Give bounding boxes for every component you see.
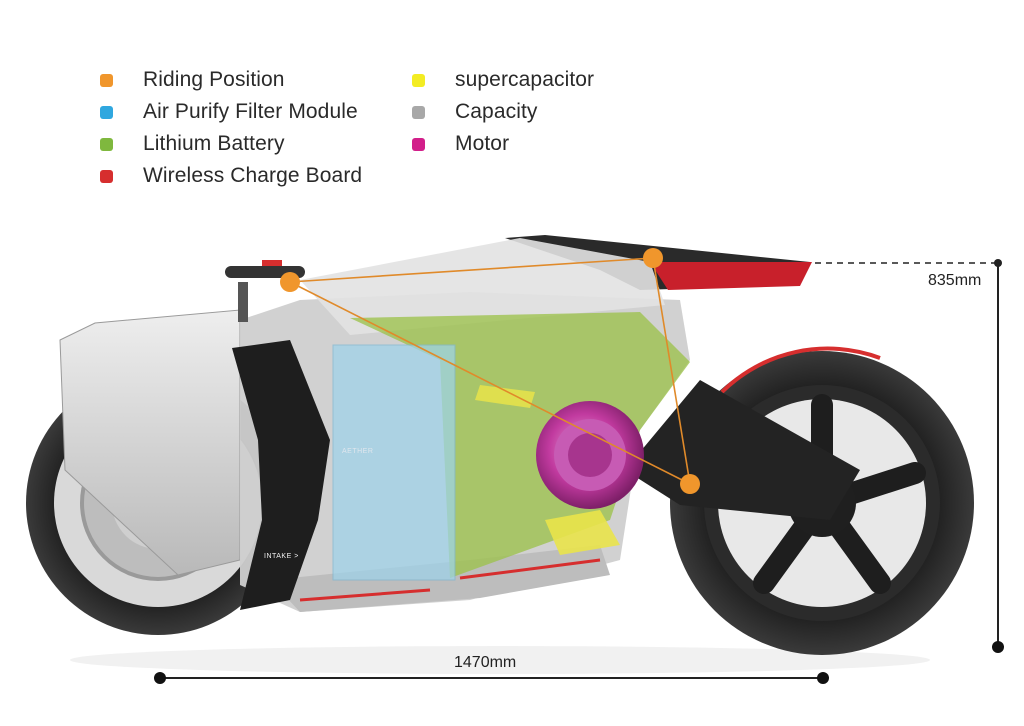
legend-label: supercapacitor <box>455 68 595 91</box>
legend-item: Riding Position <box>100 68 412 92</box>
legend-swatch <box>100 137 113 151</box>
legend-swatch <box>100 105 113 119</box>
filter-stamp: AETHER <box>342 448 374 455</box>
riding-position-footpeg-point <box>680 474 700 494</box>
height-dimension-label: 835mm <box>928 272 982 289</box>
legend-item: supercapacitor <box>412 68 672 92</box>
legend-item: Capacity <box>412 100 672 124</box>
legend-swatch <box>412 73 425 87</box>
air-filter-module <box>332 344 456 581</box>
legend-item: Air Purify Filter Module <box>100 100 412 124</box>
intake-stamp: INTAKE > <box>264 553 299 560</box>
legend-item: Wireless Charge Board <box>100 164 412 188</box>
length-dimension-label: 1470mm <box>454 654 517 671</box>
legend-swatch <box>100 169 113 183</box>
side-intake <box>232 340 330 610</box>
lithium-battery <box>350 312 690 578</box>
legend-swatch <box>100 73 113 87</box>
riding-position-handlebar-point <box>280 272 300 292</box>
motor <box>536 401 644 509</box>
capacity-tank <box>300 238 665 335</box>
riding-position-seat-point <box>643 248 663 268</box>
supercapacitor <box>545 510 620 555</box>
legend-label: Riding Position <box>143 68 285 91</box>
ground-shadow <box>70 646 930 674</box>
legend-label: Motor <box>455 132 510 155</box>
legend-label: Air Purify Filter Module <box>143 100 358 123</box>
legend-item: Lithium Battery <box>100 132 412 156</box>
legend-swatch <box>412 137 425 151</box>
legend-swatch <box>412 105 425 119</box>
legend-label: Capacity <box>455 100 538 123</box>
legend-item: Motor <box>412 132 672 156</box>
legend-label: Wireless Charge Board <box>143 164 363 187</box>
legend-label: Lithium Battery <box>143 132 285 155</box>
riding-position-lines <box>289 257 691 485</box>
